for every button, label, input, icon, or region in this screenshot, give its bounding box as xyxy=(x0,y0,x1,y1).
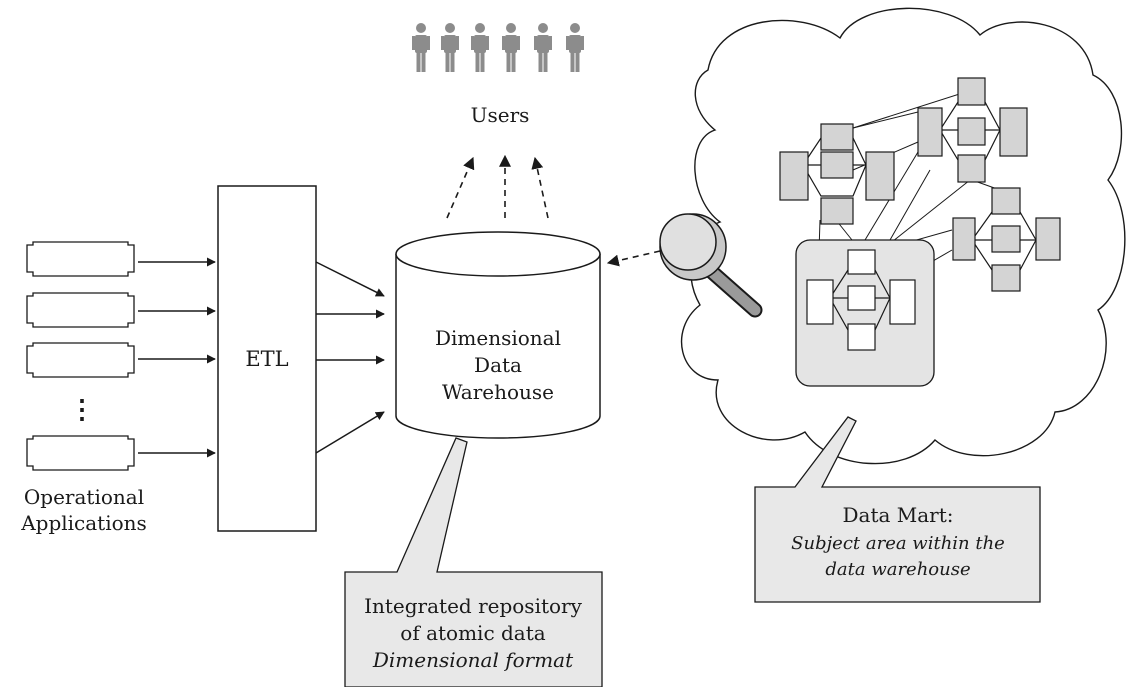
repository-callout xyxy=(344,437,603,687)
warehouse-label-line1: Dimensional xyxy=(435,326,561,350)
sources-ellipsis: ⋮ xyxy=(69,395,95,425)
operational-applications xyxy=(26,241,135,471)
warehouse-label-line3: Warehouse xyxy=(442,380,554,404)
operational-label-line2: Applications xyxy=(20,511,147,535)
users-group xyxy=(412,23,584,72)
repository-callout-line3: Dimensional format xyxy=(372,648,574,672)
warehouse-cylinder xyxy=(395,231,601,439)
repository-callout-line2: of atomic data xyxy=(400,621,545,645)
star-schema-icon xyxy=(806,249,916,351)
source-box xyxy=(26,241,135,277)
datamart-callout xyxy=(754,416,1041,603)
etl-box xyxy=(217,185,317,532)
source-box xyxy=(26,292,135,328)
datamart-callout-line2: Subject area within the xyxy=(791,533,1005,554)
data-mart-highlight xyxy=(795,239,935,387)
star-schema-icon xyxy=(952,187,1061,292)
person-icon xyxy=(412,23,430,72)
person-icon xyxy=(534,23,552,72)
source-box xyxy=(26,342,135,378)
person-icon xyxy=(471,23,489,72)
person-icon xyxy=(441,23,459,72)
warehouse-label-line2: Data xyxy=(474,353,522,377)
warehouse-to-users-arrows xyxy=(446,154,549,219)
datamart-to-warehouse-arrow xyxy=(606,250,661,267)
operational-label-line1: Operational xyxy=(24,485,144,509)
source-box xyxy=(26,435,135,471)
repository-callout-line1: Integrated repository xyxy=(364,594,583,618)
users-label: Users xyxy=(471,103,530,127)
sources-to-etl-arrows xyxy=(138,257,216,458)
etl-to-warehouse-arrows xyxy=(315,261,385,454)
person-icon xyxy=(566,23,584,72)
person-icon xyxy=(502,23,520,72)
etl-label: ETL xyxy=(245,347,288,371)
star-schema-icon xyxy=(779,123,895,225)
datamart-callout-line1: Data Mart: xyxy=(842,503,953,527)
star-schema-icon xyxy=(917,77,1028,183)
magnifier-icon xyxy=(659,213,763,318)
datamart-callout-line3: data warehouse xyxy=(825,559,970,580)
